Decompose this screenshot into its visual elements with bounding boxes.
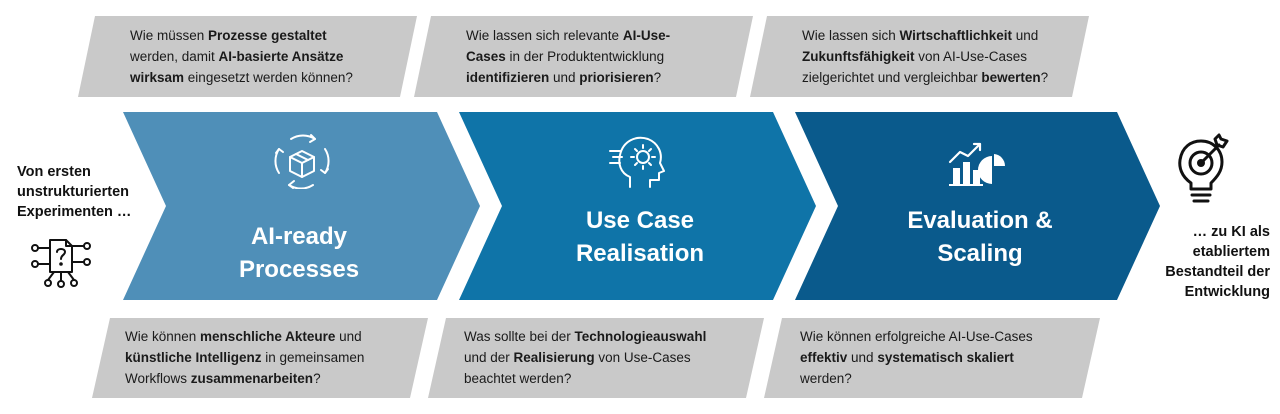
question-emphasis: künstliche Intelligenz bbox=[125, 350, 262, 365]
step-2-title-line-2: Realisation bbox=[575, 240, 705, 267]
question-line: effektiv und systematisch skaliert bbox=[800, 347, 1100, 368]
question-box-top-3 bbox=[750, 16, 1089, 97]
question-text: in gemeinsamen bbox=[261, 350, 365, 365]
step-2-title-line-1: Use Case bbox=[585, 207, 695, 234]
question-text: und bbox=[847, 350, 878, 365]
question-emphasis: AI-Use- bbox=[622, 28, 671, 43]
question-line: und der Realisierung von Use-Cases bbox=[464, 347, 764, 368]
question-line: Zukunftsfähigkeit von AI-Use-Cases bbox=[802, 46, 1092, 67]
question-emphasis: Technologieauswahl bbox=[574, 329, 707, 344]
question-line: Wie können menschliche Akteure und bbox=[125, 326, 425, 347]
question-emphasis: zusammenarbeiten bbox=[190, 371, 314, 386]
question-text: Wie lassen sich bbox=[802, 28, 900, 43]
head-gear-icon bbox=[609, 136, 665, 188]
chevron-1 bbox=[123, 112, 480, 300]
question-line: künstliche Intelligenz in gemeinsamen bbox=[125, 347, 425, 368]
chevron-3 bbox=[795, 112, 1160, 300]
question-emphasis: effektiv bbox=[800, 350, 848, 365]
start-label-line-2: unstrukturierten bbox=[17, 184, 129, 200]
end-label: … zu KI als etabliertem Bestandteil der … bbox=[1126, 222, 1270, 302]
step-1-title-line-2: Processes bbox=[238, 256, 360, 283]
step-3-title: Evaluation & Scaling bbox=[865, 204, 1095, 270]
question-text: in der Produktentwicklung bbox=[505, 49, 665, 64]
question-emphasis: bewerten bbox=[981, 70, 1041, 85]
question-box-bottom-1 bbox=[92, 318, 428, 398]
question-line: Workflows zusammenarbeiten? bbox=[125, 368, 425, 389]
question-line: Wie lassen sich Wirtschaftlichkeit und bbox=[802, 25, 1092, 46]
step-2-title: Use Case Realisation bbox=[525, 204, 755, 270]
question-bottom-3: Wie können erfolgreiche AI-Use-Cases effe… bbox=[800, 326, 1100, 389]
question-text: Wie können erfolgreiche AI-Use-Cases bbox=[800, 329, 1033, 344]
question-emphasis: identifizieren bbox=[466, 70, 550, 85]
question-box-top-1 bbox=[78, 16, 417, 97]
end-label-line-2: etabliertem bbox=[1192, 244, 1270, 260]
question-box-bottom-3 bbox=[764, 318, 1100, 398]
question-emphasis: Zukunftsfähigkeit bbox=[802, 49, 915, 64]
question-text: und bbox=[1011, 28, 1039, 43]
question-text: zielgerichtet und vergleichbar bbox=[802, 70, 982, 85]
question-text: ? bbox=[653, 70, 662, 85]
bar-pie-chart-icon bbox=[948, 142, 1005, 186]
question-text: von AI-Use-Cases bbox=[914, 49, 1028, 64]
question-emphasis: AI-basierte Ansätze bbox=[218, 49, 344, 64]
question-line: identifizieren und priorisieren? bbox=[466, 67, 756, 88]
start-label-line-1: Von ersten bbox=[17, 164, 91, 180]
step-1-title-line-1: AI-ready bbox=[250, 223, 348, 250]
end-label-line-4: Entwicklung bbox=[1184, 284, 1270, 300]
question-line: Wie können erfolgreiche AI-Use-Cases bbox=[800, 326, 1100, 347]
question-text: eingesetzt werden können? bbox=[184, 70, 353, 85]
question-text: ? bbox=[1040, 70, 1049, 85]
end-label-line-3: Bestandteil der bbox=[1165, 264, 1270, 280]
box-cycle-icon bbox=[274, 134, 330, 189]
question-emphasis: Cases bbox=[466, 49, 506, 64]
step-3-title-line-2: Scaling bbox=[937, 240, 1023, 267]
step-3-title-line-1: Evaluation & bbox=[907, 207, 1053, 234]
end-label-line-1: … zu KI als bbox=[1192, 224, 1270, 240]
question-box-top-2 bbox=[414, 16, 753, 97]
question-line: Was sollte bei der Technologieauswahl bbox=[464, 326, 764, 347]
question-box-bottom-2 bbox=[428, 318, 764, 398]
question-emphasis: Realisierung bbox=[513, 350, 595, 365]
lightbulb-target-icon bbox=[1178, 133, 1229, 203]
question-text: und der bbox=[464, 350, 514, 365]
question-line: Wie müssen Prozesse gestaltet bbox=[130, 25, 420, 46]
question-emphasis: menschliche Akteure bbox=[200, 329, 336, 344]
question-text: Wie müssen bbox=[130, 28, 209, 43]
question-line: wirksam eingesetzt werden können? bbox=[130, 67, 420, 88]
question-emphasis: priorisieren bbox=[579, 70, 654, 85]
question-emphasis: Wirtschaftlichkeit bbox=[899, 28, 1012, 43]
question-emphasis: systematisch skaliert bbox=[877, 350, 1014, 365]
step-1-title: AI-ready Processes bbox=[184, 220, 414, 286]
question-top-2: Wie lassen sich relevante AI-Use-Cases i… bbox=[466, 25, 756, 88]
question-line: Wie lassen sich relevante AI-Use- bbox=[466, 25, 756, 46]
question-line: zielgerichtet und vergleichbar bewerten? bbox=[802, 67, 1092, 88]
document-question-network-icon bbox=[31, 239, 91, 288]
question-text: und bbox=[335, 329, 362, 344]
question-text: Workflows bbox=[125, 371, 191, 386]
question-text: Wie können bbox=[125, 329, 201, 344]
question-text: werden? bbox=[800, 371, 852, 386]
question-text: beachtet werden? bbox=[464, 371, 572, 386]
start-label: Von ersten unstrukturierten Experimenten… bbox=[17, 162, 147, 222]
question-emphasis: Prozesse gestaltet bbox=[208, 28, 327, 43]
question-text: Wie lassen sich relevante bbox=[466, 28, 623, 43]
question-text: ? bbox=[313, 371, 321, 386]
question-text: werden, damit bbox=[130, 49, 219, 64]
question-line: beachtet werden? bbox=[464, 368, 764, 389]
question-emphasis: wirksam bbox=[130, 70, 185, 85]
chevron-2 bbox=[459, 112, 816, 300]
question-line: Cases in der Produktentwicklung bbox=[466, 46, 756, 67]
question-line: werden? bbox=[800, 368, 1100, 389]
question-text: von Use-Cases bbox=[594, 350, 691, 365]
question-text: Was sollte bei der bbox=[464, 329, 575, 344]
question-line: werden, damit AI-basierte Ansätze bbox=[130, 46, 420, 67]
start-label-line-3: Experimenten … bbox=[17, 204, 132, 220]
question-text: und bbox=[549, 70, 580, 85]
